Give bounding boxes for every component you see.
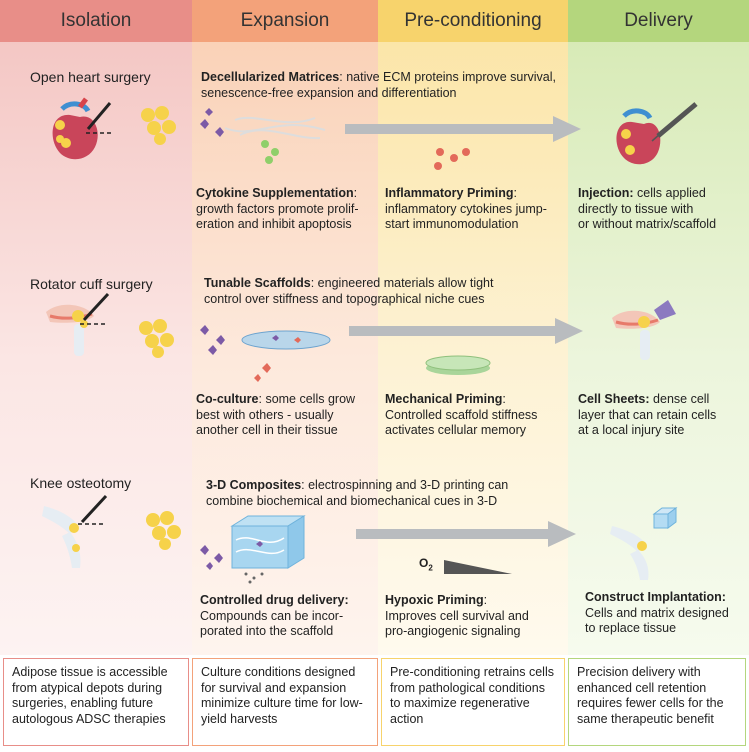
precond-text-1: Inflammatory Priming:inflammatory cytoki… [385, 186, 547, 231]
scaffold-dish-illustration [425, 355, 491, 375]
arrow-row-3 [356, 521, 576, 547]
o2-label: O2 [419, 556, 433, 573]
precond-text-2: Mechanical Priming:Controlled scaffold s… [385, 392, 538, 437]
composite-cube-illustration [200, 515, 306, 584]
fat-cells-2 [139, 319, 174, 358]
expansion-top-text-1: Decellularized Matrices: native ECM prot… [201, 70, 557, 100]
header-isolation: Isolation [0, 0, 192, 42]
summary-expansion: Culture conditions designed for survival… [192, 658, 378, 746]
shoulder-illustration [46, 292, 110, 356]
header-preconditioning: Pre-conditioning [378, 0, 568, 42]
summary-isolation: Adipose tissue is accessible from atypic… [3, 658, 189, 746]
expansion-top-text-2: Tunable Scaffolds: engineered materials … [204, 276, 494, 306]
summary-preconditioning: Pre-conditioning retrains cells from pat… [381, 658, 565, 746]
hypoxia-gradient-wedge [444, 560, 512, 574]
expansion-bottom-text-1: Cytokine Supplementation:growth factors … [196, 186, 359, 231]
coculture-illustration [200, 325, 331, 382]
header-delivery: Delivery [568, 0, 749, 42]
expansion-top-text-3: 3-D Composites: electrospinning and 3-D … [206, 478, 509, 508]
ecm-fibers-illustration [200, 108, 326, 164]
summary-delivery: Precision delivery with enhanced cell re… [568, 658, 746, 746]
expansion-bottom-text-3: Controlled drug delivery:Compounds can b… [200, 593, 349, 638]
surgery-label-rotator: Rotator cuff surgery [30, 276, 153, 292]
surgery-label-heart: Open heart surgery [30, 69, 151, 85]
knee-implant-illustration [610, 507, 678, 580]
delivery-text-3: Construct Implantation:Cells and matrix … [585, 590, 729, 635]
fat-cells-1 [141, 106, 176, 145]
precond-text-3: Hypoxic Priming:Improves cell survival a… [385, 593, 529, 638]
surgery-label-knee: Knee osteotomy [30, 475, 132, 491]
arrow-row-2 [349, 318, 583, 344]
knee-illustration [42, 494, 108, 568]
heart-illustration [52, 97, 112, 160]
arrow-row-1 [345, 116, 581, 142]
cytokines-illustration [434, 148, 470, 170]
header-expansion: Expansion [192, 0, 378, 42]
fat-cells-3 [146, 511, 181, 550]
shoulder-cell-sheet-illustration [612, 300, 676, 360]
heart-injection-illustration [616, 102, 698, 165]
delivery-column [568, 0, 749, 655]
